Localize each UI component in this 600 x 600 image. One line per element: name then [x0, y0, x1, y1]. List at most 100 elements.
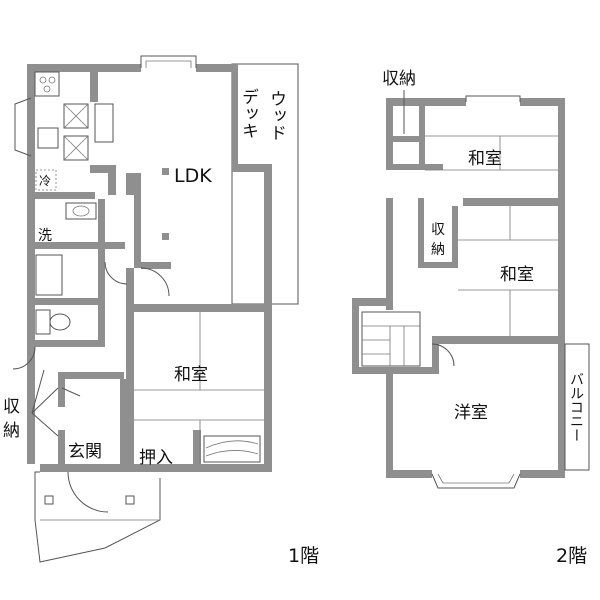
wall	[432, 336, 565, 344]
burner	[43, 85, 51, 93]
cabinet	[63, 135, 89, 161]
wall	[35, 242, 125, 249]
label-deck: デッキ	[238, 88, 258, 139]
wall	[126, 268, 134, 308]
washbasin	[65, 202, 97, 220]
wall	[98, 249, 105, 344]
wall	[58, 372, 124, 379]
post	[125, 495, 135, 505]
wall	[90, 165, 116, 173]
wall	[520, 98, 565, 106]
post	[44, 495, 54, 505]
fridge-space	[35, 169, 57, 191]
wall	[352, 367, 432, 374]
wall	[111, 64, 141, 72]
wall	[419, 106, 425, 170]
basin	[72, 205, 90, 217]
wall	[232, 164, 272, 172]
window	[465, 95, 521, 102]
label-storage-2f-top: 収納	[382, 69, 416, 89]
bay-window-inner	[437, 473, 515, 484]
label-washer: 洗	[38, 228, 52, 244]
wall	[58, 430, 65, 464]
cabinet	[63, 103, 89, 129]
storage-pointer	[31, 387, 59, 414]
label-storage-1f-a: 収	[3, 397, 20, 417]
counter	[94, 103, 114, 143]
bay-window-inner	[145, 60, 192, 68]
bay-window	[140, 55, 197, 68]
label-washitsu-2f-top: 和室	[468, 149, 502, 169]
wall	[264, 164, 272, 304]
wall	[58, 379, 65, 407]
wall	[40, 464, 134, 472]
label-storage-2f-small-b: 納	[431, 242, 445, 258]
label-washitsu-1f: 和室	[174, 365, 208, 385]
wall	[558, 336, 565, 478]
stove	[34, 71, 60, 97]
pillar	[162, 168, 169, 175]
floor-2: 収納 和室 和室 収 納 洋室 バルコニー 2階	[352, 69, 590, 567]
wall	[432, 336, 439, 374]
wall	[35, 298, 105, 305]
wall	[386, 198, 393, 298]
wall	[90, 72, 98, 102]
toilet-tank	[35, 309, 51, 335]
tokonoma	[203, 435, 261, 463]
wall	[27, 64, 35, 464]
wall	[386, 372, 393, 478]
bay-window-left	[14, 97, 32, 157]
balcony	[564, 343, 590, 471]
wall	[35, 192, 95, 199]
wall	[418, 262, 458, 268]
label-youshitsu: 洋室	[454, 403, 488, 423]
storage-pointer	[31, 412, 59, 437]
wall	[352, 298, 393, 306]
door-arc	[104, 261, 128, 285]
label-washitsu-2f-mid: 和室	[500, 265, 534, 285]
label-balcony: バルコニー	[568, 372, 584, 442]
floor-1: LDK デッキ ウッド 和室 玄関 押入 冷 洗 収 納 1階	[3, 55, 319, 567]
label-refrigerator: 冷	[39, 174, 51, 188]
cabinet-cross	[63, 135, 89, 161]
wall	[126, 304, 272, 312]
wall	[264, 304, 272, 472]
door-arc	[12, 346, 36, 370]
wall	[352, 298, 359, 374]
wall	[452, 206, 458, 268]
label-ldk: LDK	[174, 165, 212, 187]
label-genkan: 玄関	[68, 442, 102, 462]
wall	[141, 262, 171, 269]
wall	[27, 64, 111, 72]
burner	[39, 76, 47, 84]
label-oshiire: 押入	[139, 448, 173, 468]
wall	[393, 164, 443, 170]
cabinet-cross	[63, 103, 89, 129]
wall	[134, 464, 272, 472]
wall	[196, 64, 232, 72]
wall	[463, 198, 565, 206]
wall	[98, 199, 105, 243]
door-arc	[431, 343, 455, 367]
storage-pointer	[61, 387, 81, 397]
wall	[35, 340, 105, 347]
entrance-steps	[34, 471, 161, 563]
staircase	[361, 311, 421, 367]
bay-window-bottom	[431, 473, 521, 489]
label-storage-1f-b: 納	[3, 421, 20, 441]
wall	[386, 98, 466, 106]
wall	[232, 64, 238, 164]
toilet	[49, 313, 71, 331]
wall	[558, 98, 565, 196]
wall	[134, 173, 141, 268]
wall	[520, 470, 565, 478]
tokonoma-grain	[205, 440, 259, 457]
wall	[393, 136, 419, 142]
bathtub	[35, 254, 63, 296]
label-floor-1: 1階	[288, 545, 319, 567]
wall	[193, 430, 201, 470]
label-floor-2: 2階	[556, 545, 587, 567]
wall	[126, 304, 134, 464]
wall	[386, 470, 432, 478]
